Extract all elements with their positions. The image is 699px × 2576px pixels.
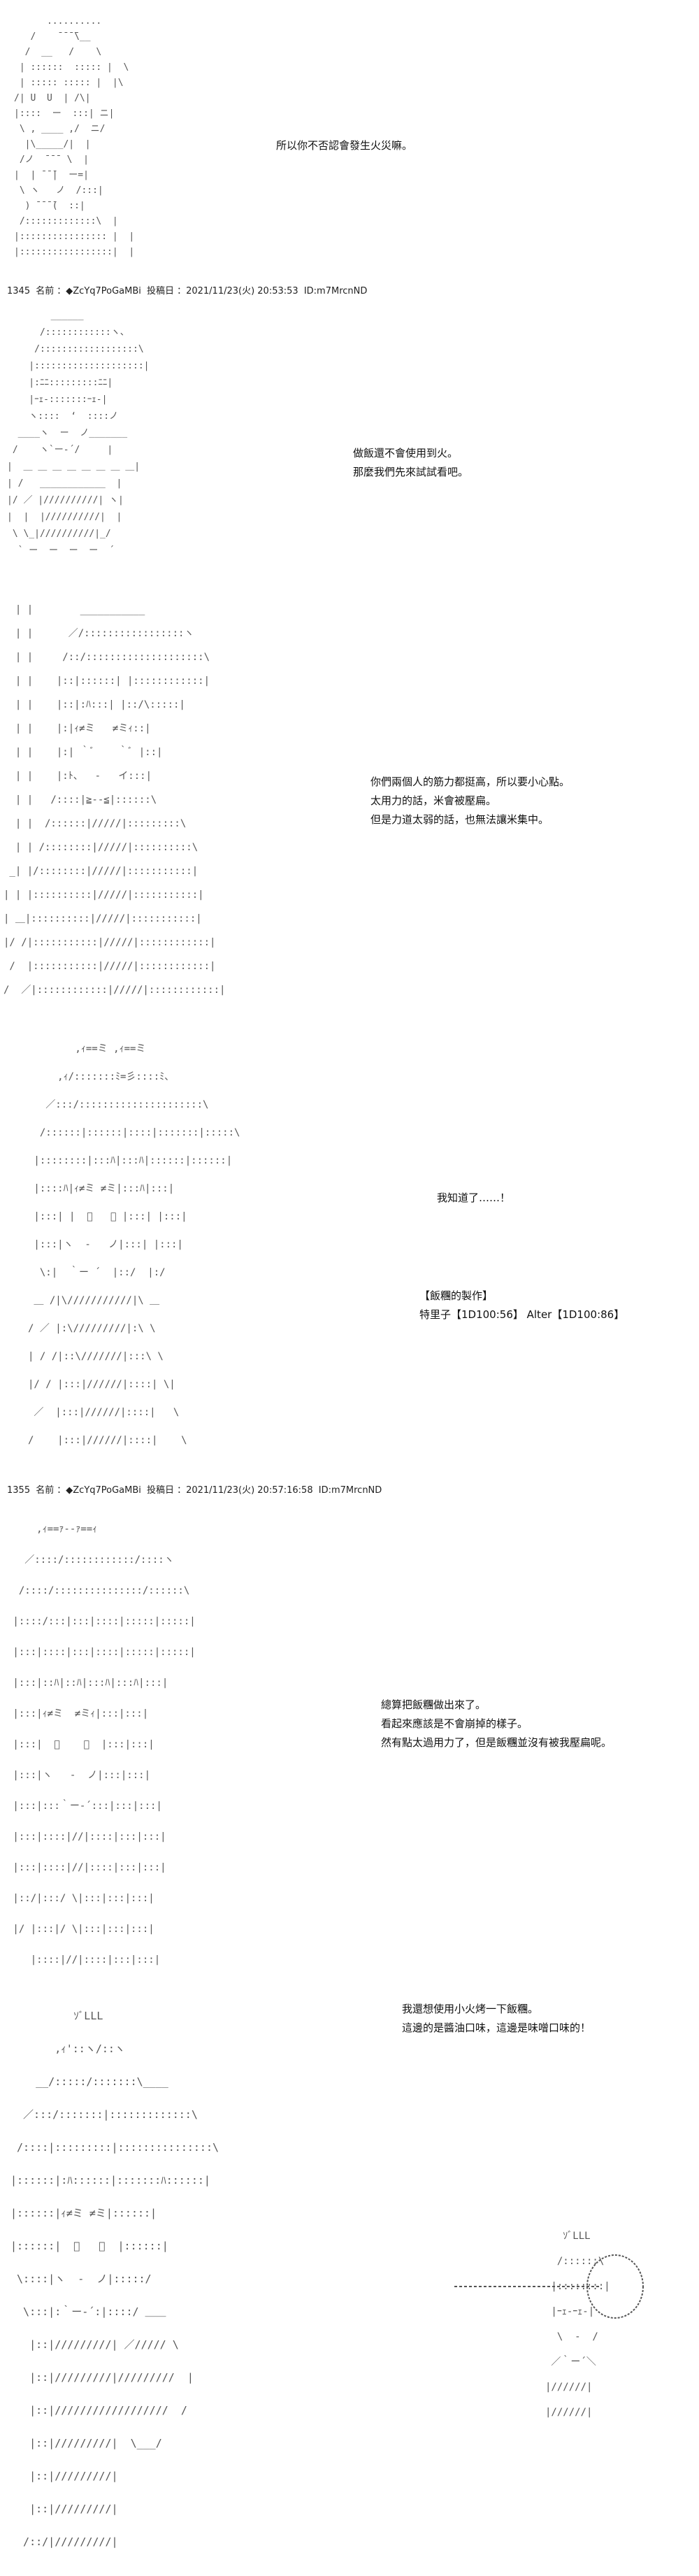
post-date: 2021/11/23(火) 20:53:53 (186, 286, 298, 296)
dialogue-line: 所以你不否認會發生火災嘛。 (276, 139, 413, 152)
ascii-art-character-standing: .......... / ̄ ̄ ̄ ̄\__ / __ / \ | :::::… (14, 16, 135, 257)
dialogue-block: 所以你不否認會發生火災嘛。 (276, 136, 412, 155)
dialogue-block: 做飯還不會使用到火。 那麼我們先來試試看吧。 (353, 444, 468, 482)
ascii-art-character-cooking: ｿﾞLLL ,ｨ'::ヽ/::ヽ __/:::::/:::::::\____ ／… (10, 2010, 219, 2548)
dialogue-line: 這邊的是醬油口味，這邊是味噌口味的！ (402, 2022, 591, 2034)
dialogue-block: 你們兩個人的筋力都挺高，所以要小心點。 太用力的話，米會被壓扁。 但是力道太弱的… (370, 773, 570, 829)
dialogue-line: 做飯還不會使用到火。 (353, 447, 459, 459)
dialogue-line: 我還想使用小火烤一下飯糰。 (402, 2003, 539, 2015)
post-number: 1345 (7, 286, 31, 296)
panel-5: 1355 名前：◆ZcYq7PoGaMBi 投稿日：2021/11/23(火) … (0, 1482, 699, 1986)
panel-1: .......... / ̄ ̄ ̄ ̄\__ / __ / \ | :::::… (0, 0, 699, 280)
food-skewer-art (454, 2254, 644, 2319)
dialogue-line: 你們兩個人的筋力都挺高，所以要小心點。 (370, 775, 570, 788)
dialogue-line: 然有點太過用力了，但是飯糰並沒有被我壓扁呢。 (381, 1736, 612, 1749)
post-date-label: 投稿日 (147, 1485, 175, 1496)
post-number: 1355 (7, 1485, 31, 1496)
panel-4: ,ｨ==ミ ,ｨ==ミ ,ｨ/:::::::ﾐ=彡::::ﾐ、 ／:::/:::… (0, 1021, 699, 1482)
post-date: 2021/11/23(火) 20:57:16:58 (186, 1485, 313, 1496)
post-header: 1345 名前：◆ZcYq7PoGaMBi 投稿日：2021/11/23(火) … (7, 286, 368, 296)
dialogue-line: 但是力道太弱的話，也無法讓米集中。 (370, 813, 549, 826)
dice-roll-block: 【飯糰的製作】 特里子【1D100:56】 Alter【1D100:86】 (419, 1287, 624, 1324)
post-date-label: 投稿日 (147, 286, 175, 296)
post-id: ID:m7MrcnND (303, 286, 368, 296)
dialogue-line: 太用力的話，米會被壓扁。 (370, 794, 497, 807)
ascii-art-two-characters: ,ｨ==ミ ,ｨ==ミ ,ｨ/:::::::ﾐ=彡::::ﾐ、 ／:::/:::… (28, 1043, 240, 1446)
post-name-label: 名前 (36, 286, 55, 296)
ascii-art-small-character: ｿﾞLLL /::::::\ |::::::::| |ｰｪ-ｰｪ-| \ ‐ /… (545, 2231, 610, 2418)
post-author: ◆ZcYq7PoGaMBi (66, 286, 141, 296)
dialogue-line: 那麼我們先來試試看吧。 (353, 466, 469, 478)
panel-3: | | ___________ | | ／/:::::::::::::::::ヽ… (0, 587, 699, 1021)
post-name-label: 名前 (36, 1485, 55, 1496)
panel-2: 1345 名前：◆ZcYq7PoGaMBi 投稿日：2021/11/23(火) … (0, 280, 699, 587)
dialogue-block: 我知道了……！ (437, 1189, 510, 1208)
ascii-art-character-eating: ,ｨ==ｧ‐‐ｧ==ｨ ／::::/::::::::::::/::::ヽ /::… (13, 1524, 196, 1966)
dialogue-line: 看起來應該是不會崩掉的樣子。 (381, 1717, 528, 1730)
post-author: ◆ZcYq7PoGaMBi (66, 1485, 141, 1496)
dice-roll-results: 特里子【1D100:56】 Alter【1D100:86】 (419, 1308, 625, 1321)
dialogue-block: 我還想使用小火烤一下飯糰。 這邊的是醬油口味，這邊是味噌口味的！ (402, 2000, 591, 2038)
dialogue-line: 我知道了……！ (437, 1192, 511, 1204)
ascii-art-character-with-bowl: ______ /::::::::::::ヽ、 /::::::::::::::::… (7, 310, 150, 556)
post-id: ID:m7MrcnND (318, 1485, 382, 1496)
dialogue-block: 總算把飯糰做出來了。 看起來應該是不會崩掉的樣子。 然有點太過用力了，但是飯糰並… (381, 1696, 612, 1752)
panel-6: ｿﾞLLL ,ｨ'::ヽ/::ヽ __/:::::/:::::::\____ ／… (0, 1986, 699, 2576)
post-header: 1355 名前：◆ZcYq7PoGaMBi 投稿日：2021/11/23(火) … (7, 1485, 382, 1496)
dice-roll-title: 【飯糰的製作】 (419, 1289, 493, 1302)
onigiri-shape (586, 2254, 644, 2319)
ascii-art-character-with-pole: | | ___________ | | ／/:::::::::::::::::ヽ… (3, 604, 226, 996)
dialogue-line: 總算把飯糰做出來了。 (381, 1698, 487, 1711)
